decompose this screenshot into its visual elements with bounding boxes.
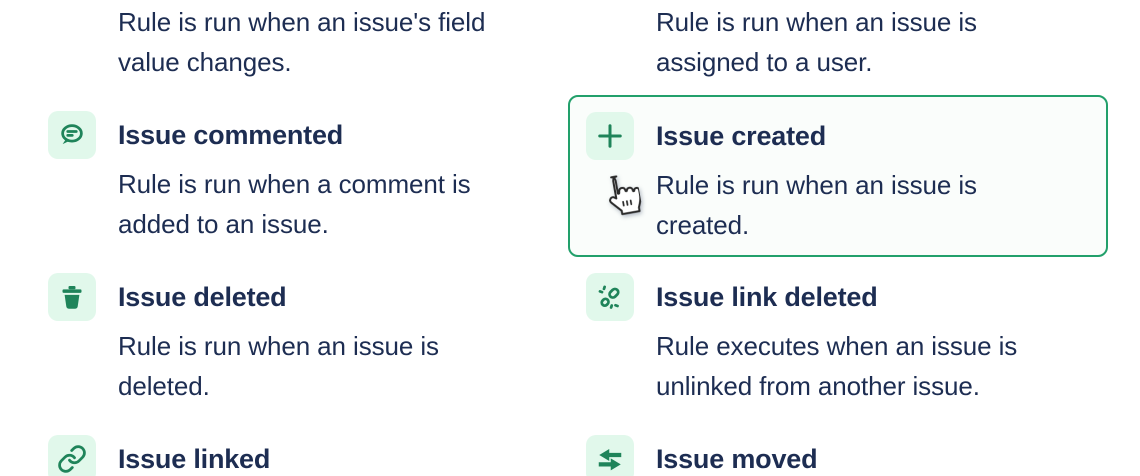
trigger-description-line: Rule is run when a comment is <box>118 169 471 199</box>
trigger-description-line: Rule is run when an issue's field <box>118 7 486 37</box>
trigger-description-line: value changes. <box>118 47 292 77</box>
icon-tile <box>48 111 96 159</box>
trigger-description: Rule is run when a comment is added to a… <box>118 164 471 244</box>
trash-icon <box>62 286 82 309</box>
trigger-item-issue-deleted[interactable]: Issue deleted Rule is run when an issue … <box>48 273 528 435</box>
trigger-description-line: unlinked from another issue. <box>656 371 980 401</box>
trigger-item-issue-created[interactable]: Issue created Rule is run when an issue … <box>586 112 1066 274</box>
selected-trigger-card[interactable] <box>568 95 1108 257</box>
trigger-item-partial-right[interactable]: Rule is run when an issue is assigned to… <box>586 0 1066 111</box>
icon-tile <box>586 273 634 321</box>
trigger-title: Issue link deleted <box>656 282 878 312</box>
trigger-description-line: Rule is run when an issue is <box>656 7 977 37</box>
trigger-description-line: Rule executes when an issue is <box>656 331 1018 361</box>
icon-tile <box>48 435 96 476</box>
broken-link-icon <box>598 285 620 309</box>
trigger-description: Rule is run when an issue's field value … <box>118 2 485 82</box>
trigger-description: Rule executes when an issue is unlinked … <box>656 326 1017 406</box>
trigger-item-partial-left[interactable]: Rule is run when an issue's field value … <box>48 0 528 111</box>
trigger-description-line: added to an issue. <box>118 209 329 239</box>
trigger-title: Issue moved <box>656 444 818 474</box>
trigger-title: Issue commented <box>118 120 344 150</box>
trigger-description: Rule is run when an issue is created. <box>656 165 977 245</box>
trigger-title: Issue linked <box>118 444 271 474</box>
trigger-title: Issue created <box>656 121 826 151</box>
icon-tile <box>586 112 634 160</box>
trigger-item-issue-link-deleted[interactable]: Issue link deleted Rule executes when an… <box>586 273 1066 435</box>
trigger-description-line: assigned to a user. <box>656 47 873 77</box>
trigger-item-issue-moved[interactable]: Issue moved <box>586 435 1066 476</box>
icon-tile <box>48 273 96 321</box>
trigger-description-line: Rule is run when an issue is <box>656 170 977 200</box>
comment-icon <box>61 124 83 145</box>
link-icon <box>58 445 86 473</box>
trigger-description-line: created. <box>656 210 750 240</box>
trigger-item-issue-linked[interactable]: Issue linked <box>48 435 528 476</box>
trigger-item-issue-commented[interactable]: Issue commented Rule is run when a comme… <box>48 111 528 273</box>
trigger-title: Issue deleted <box>118 282 287 312</box>
trigger-description-line: Rule is run when an issue is <box>118 331 439 361</box>
trigger-description: Rule is run when an issue is assigned to… <box>656 2 977 82</box>
arrows-icon <box>598 449 622 471</box>
trigger-description: Rule is run when an issue is deleted. <box>118 326 439 406</box>
plus-icon <box>598 124 622 148</box>
icon-tile <box>586 435 634 476</box>
trigger-description-line: deleted. <box>118 371 210 401</box>
